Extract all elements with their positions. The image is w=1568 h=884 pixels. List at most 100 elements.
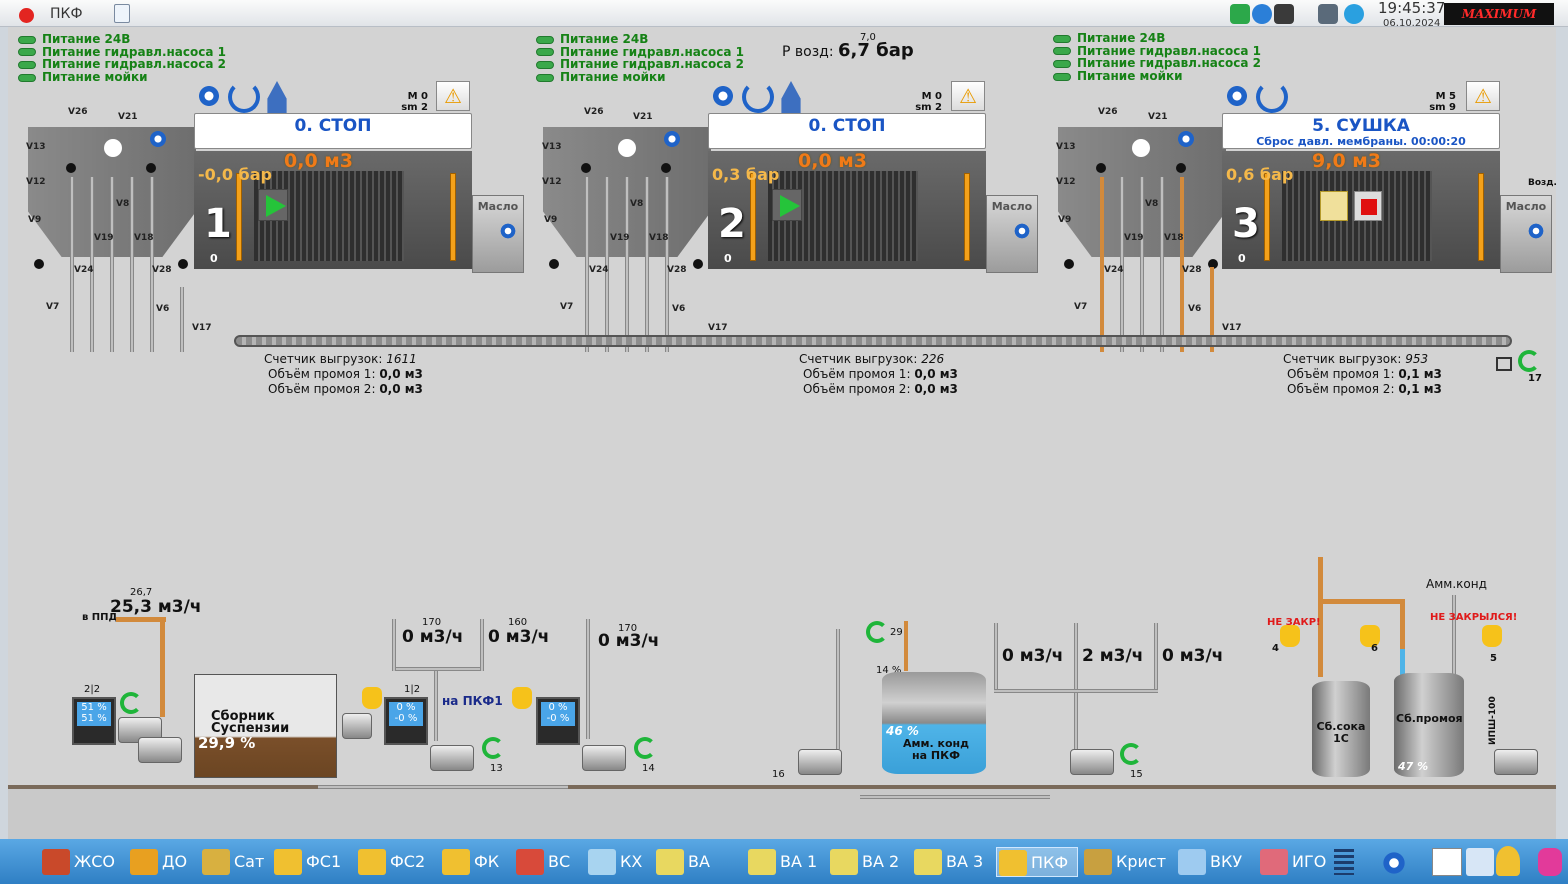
- agitator[interactable]: [342, 713, 372, 739]
- valve-5[interactable]: 5: [1490, 653, 1497, 664]
- settings-icon[interactable]: [708, 81, 738, 111]
- manual-hand-icon[interactable]: [1280, 625, 1300, 647]
- tab-va1[interactable]: ВА 1: [746, 847, 826, 877]
- valve-v12[interactable]: V12: [1056, 177, 1076, 187]
- tab-va2[interactable]: ВА 2: [828, 847, 908, 877]
- refresh-icon[interactable]: [742, 81, 774, 113]
- tab-va3[interactable]: ВА 3: [912, 847, 992, 877]
- ammonia-tank[interactable]: Амм. конд на ПКФ: [882, 672, 986, 774]
- tab-kh[interactable]: КХ: [586, 847, 656, 877]
- operator-icon[interactable]: [1496, 846, 1520, 876]
- press-1[interactable]: 0,0 м3 -0,0 бар 1 0: [194, 150, 472, 269]
- valve-v17[interactable]: V17: [192, 323, 212, 333]
- valve-v21[interactable]: V21: [1148, 112, 1168, 122]
- trend-chart-icon[interactable]: [1432, 848, 1462, 876]
- tab-va-total[interactable]: ВА общ: [654, 847, 746, 884]
- valve-v21[interactable]: V21: [633, 112, 653, 122]
- tab-pkf[interactable]: ПКФ: [996, 847, 1078, 877]
- refresh-icon[interactable]: [1256, 81, 1288, 113]
- user-icon[interactable]: [1318, 4, 1338, 24]
- settings-icon[interactable]: [497, 220, 519, 242]
- valve-v28[interactable]: V28: [1182, 265, 1202, 275]
- valve-v28[interactable]: V28: [152, 265, 172, 275]
- valve-v13[interactable]: V13: [26, 142, 46, 152]
- clipboard-icon[interactable]: [114, 4, 130, 23]
- valve-v6[interactable]: V6: [1188, 304, 1202, 314]
- manual-hand-icon[interactable]: [1360, 625, 1380, 647]
- tab-krist[interactable]: Крист: [1082, 847, 1172, 877]
- tab-jso[interactable]: ЖСО: [40, 847, 118, 877]
- pump-16[interactable]: [798, 749, 842, 775]
- valve-v26[interactable]: V26: [584, 107, 604, 117]
- add-icon[interactable]: [1230, 4, 1250, 24]
- control-panel-b[interactable]: 0 %-0 %: [384, 697, 428, 745]
- settings-icon[interactable]: [1378, 847, 1410, 879]
- manual-hand-icon[interactable]: [512, 687, 532, 709]
- tools-icon[interactable]: [1466, 848, 1494, 876]
- wash-icon[interactable]: [781, 81, 801, 113]
- wash-tank[interactable]: Сб.промоя: [1394, 673, 1464, 777]
- manual-hand-icon[interactable]: [362, 687, 382, 709]
- tab-fs1[interactable]: ФС1: [272, 847, 352, 877]
- valve-v7[interactable]: V7: [560, 302, 574, 312]
- wash-icon[interactable]: [267, 81, 287, 113]
- settings-icon[interactable]: [1222, 81, 1252, 111]
- valve-v24[interactable]: V24: [74, 265, 94, 275]
- valve-v12[interactable]: V12: [26, 177, 46, 187]
- valve-v26[interactable]: V26: [68, 107, 88, 117]
- oil-unit[interactable]: Масло: [986, 195, 1038, 273]
- valve-v19[interactable]: V19: [1124, 233, 1144, 243]
- valve-v17[interactable]: V17: [708, 323, 728, 333]
- valve-4[interactable]: 4: [1272, 643, 1279, 654]
- valve-v9[interactable]: V9: [28, 215, 42, 225]
- oil-unit[interactable]: Масло: [1500, 195, 1552, 273]
- play-button[interactable]: [258, 189, 288, 221]
- tab-fk[interactable]: ФК: [440, 847, 510, 877]
- refresh-icon[interactable]: [634, 737, 656, 759]
- valve-v9[interactable]: V9: [544, 215, 558, 225]
- valve-v19[interactable]: V19: [610, 233, 630, 243]
- network-icon[interactable]: [1274, 4, 1294, 24]
- valve-v8[interactable]: V8: [630, 199, 644, 209]
- pause-button[interactable]: [1320, 191, 1348, 221]
- play-button[interactable]: [772, 189, 802, 221]
- pump-13[interactable]: [430, 745, 474, 771]
- control-panel-a[interactable]: 51 %51 %: [72, 697, 116, 745]
- touch-icon[interactable]: [1538, 848, 1562, 876]
- collector-tank[interactable]: Сборник Суспензии: [194, 674, 337, 778]
- oil-unit[interactable]: Масло: [472, 195, 524, 273]
- valve-v8[interactable]: V8: [116, 199, 130, 209]
- valve-v17[interactable]: V17: [1222, 323, 1242, 333]
- pump-14[interactable]: [582, 745, 626, 771]
- valve-v28[interactable]: V28: [667, 265, 687, 275]
- tab-do[interactable]: ДО: [128, 847, 196, 877]
- valve-v18[interactable]: V18: [1164, 233, 1184, 243]
- close-icon[interactable]: [19, 8, 34, 23]
- valve-v13[interactable]: V13: [1056, 142, 1076, 152]
- settings-icon[interactable]: [1525, 220, 1547, 242]
- press-3[interactable]: 9,0 м3 0,6 бар 3 0: [1222, 150, 1500, 269]
- settings-icon[interactable]: [146, 127, 170, 151]
- valve-v12[interactable]: V12: [542, 177, 562, 187]
- refresh-icon[interactable]: [228, 81, 260, 113]
- chat-icon[interactable]: [1252, 4, 1272, 24]
- valve-v18[interactable]: V18: [134, 233, 154, 243]
- valve-v19[interactable]: V19: [94, 233, 114, 243]
- pump-motor[interactable]: [138, 737, 182, 763]
- pump-15[interactable]: [1070, 749, 1114, 775]
- warning-icon[interactable]: ⚠: [951, 81, 985, 111]
- warning-icon[interactable]: ⚠: [436, 81, 470, 111]
- control-panel-c[interactable]: 0 %-0 %: [536, 697, 580, 745]
- valve-v6[interactable]: V6: [672, 304, 686, 314]
- refresh-icon[interactable]: [120, 692, 142, 714]
- settings-icon[interactable]: [1011, 220, 1033, 242]
- tab-vs[interactable]: ВС: [514, 847, 584, 877]
- juice-tank[interactable]: Сб.сока 1С: [1312, 681, 1370, 777]
- pump-motor[interactable]: [1494, 749, 1538, 775]
- tab-fs2[interactable]: ФС2: [356, 847, 436, 877]
- warning-icon[interactable]: ⚠: [1466, 81, 1500, 111]
- valve-v21[interactable]: V21: [118, 112, 138, 122]
- refresh-icon[interactable]: [1120, 743, 1142, 765]
- press-2[interactable]: 0,0 м3 0,3 бар 2 0: [708, 150, 986, 269]
- valve-v6[interactable]: V6: [156, 304, 170, 314]
